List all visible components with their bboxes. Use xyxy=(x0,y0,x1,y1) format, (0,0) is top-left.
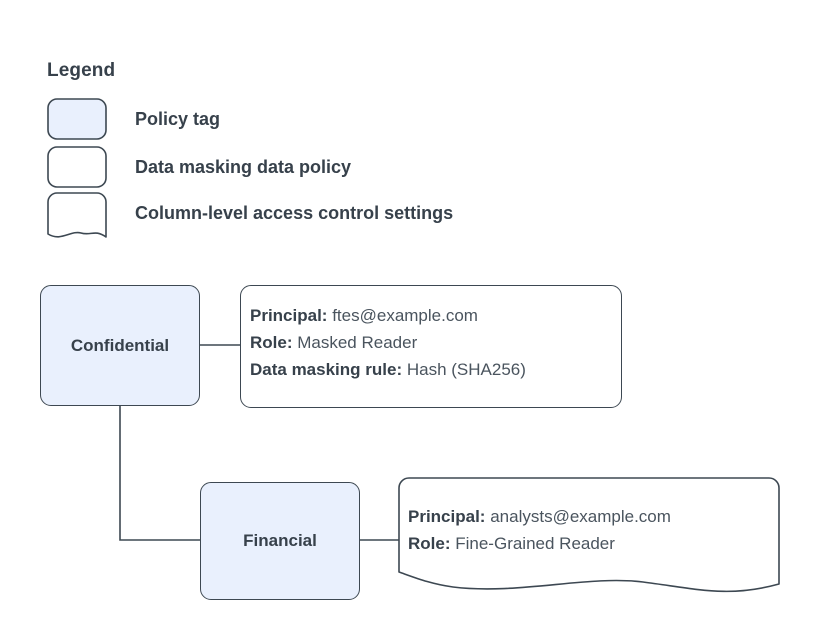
masking-rule-key: Data masking rule: xyxy=(250,360,403,379)
node-confidential-label: Confidential xyxy=(70,335,170,355)
node-confidential[interactable]: Confidential xyxy=(40,285,200,406)
box-column-access-control-shape xyxy=(398,477,780,593)
legend-label-policy-tag: Policy tag xyxy=(135,108,221,129)
masking-role-value: Masked Reader xyxy=(297,333,418,352)
access-role-key: Role: xyxy=(408,534,451,553)
node-financial[interactable]: Financial xyxy=(200,482,360,600)
access-principal-value: analysts@example.com xyxy=(490,507,671,526)
masking-role-key: Role: xyxy=(250,333,293,352)
legend-title: Legend xyxy=(47,60,116,81)
masking-line-rule: Data masking rule: Hash (SHA256) xyxy=(250,356,613,383)
box-column-access-control-text: Principal: analysts@example.com Role: Fi… xyxy=(408,503,772,557)
legend-label-column-access-settings: Column-level access control settings xyxy=(135,202,454,223)
legend-label-data-masking-policy: Data masking data policy xyxy=(135,156,352,177)
legend-item-policy-tag: Policy tag xyxy=(47,98,220,140)
box-data-masking-policy[interactable]: Principal: ftes@example.com Role: Masked… xyxy=(240,285,622,408)
legend-item-column-access-settings: Column-level access control settings xyxy=(47,192,454,238)
legend-swatch-policy-tag xyxy=(47,98,107,140)
legend-item-data-masking-policy: Data masking data policy xyxy=(47,146,351,188)
legend-swatch-data-masking-policy xyxy=(47,146,107,188)
node-financial-label: Financial xyxy=(243,531,317,550)
access-principal-key: Principal: xyxy=(408,507,486,526)
masking-rule-value: Hash (SHA256) xyxy=(406,360,526,379)
access-line-principal: Principal: analysts@example.com xyxy=(408,503,772,530)
box-data-masking-policy-text: Principal: ftes@example.com Role: Masked… xyxy=(250,302,613,383)
masking-principal-key: Principal: xyxy=(250,306,328,325)
box-column-access-control[interactable]: Principal: analysts@example.com Role: Fi… xyxy=(398,477,780,599)
masking-principal-value: ftes@example.com xyxy=(332,306,478,325)
access-role-value: Fine-Grained Reader xyxy=(455,534,615,553)
connector-confidential-to-financial xyxy=(119,406,200,541)
masking-line-role: Role: Masked Reader xyxy=(250,329,613,356)
access-line-role: Role: Fine-Grained Reader xyxy=(408,530,772,557)
masking-line-principal: Principal: ftes@example.com xyxy=(250,302,613,329)
legend-swatch-column-access-settings xyxy=(47,192,107,238)
